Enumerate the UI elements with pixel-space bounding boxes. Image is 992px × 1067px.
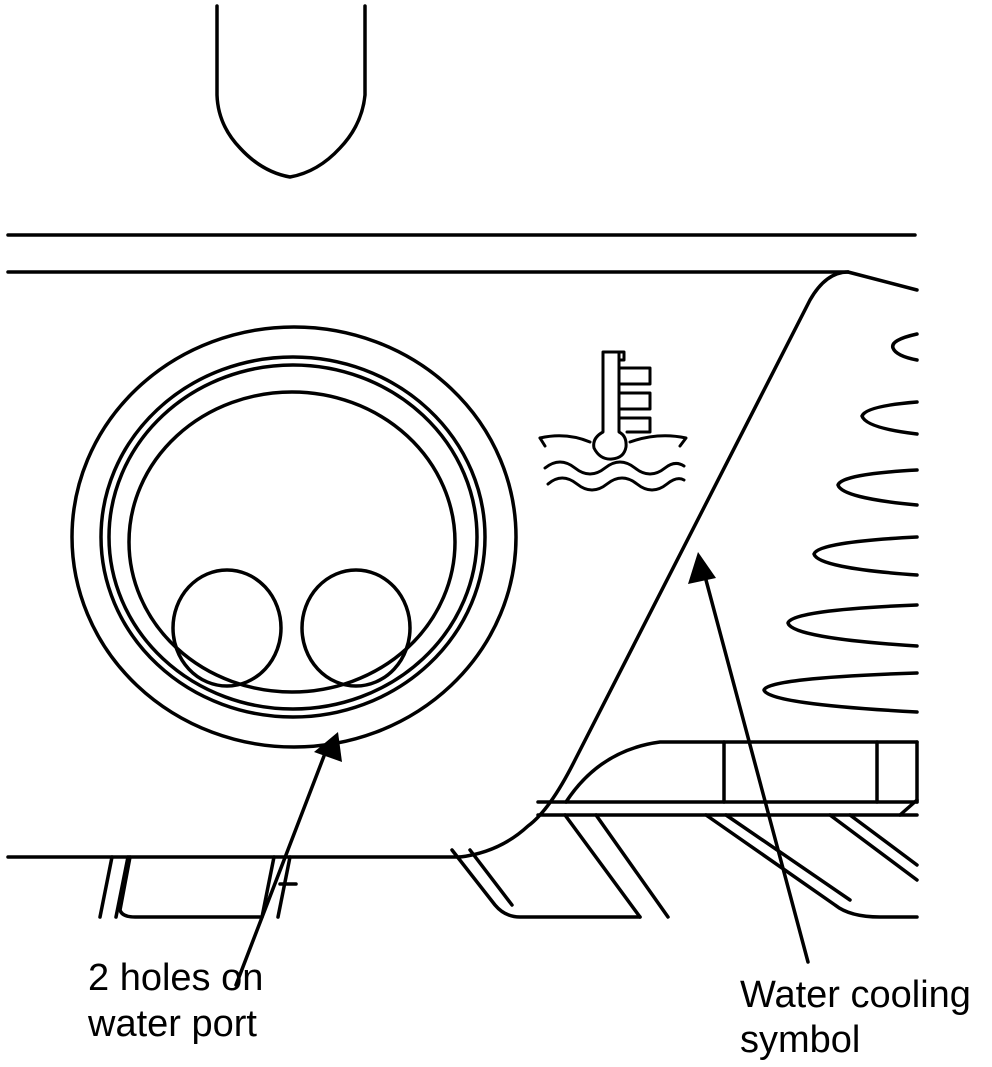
- port-hole-left: [171, 568, 283, 688]
- holes-arrowhead: [314, 732, 342, 762]
- cooling-fins: [762, 332, 919, 714]
- holes-callout-arrow: [234, 732, 342, 987]
- housing-curve: [458, 270, 850, 859]
- top-tab: [215, 4, 367, 179]
- symbol-label-line1: Water cooling: [740, 974, 971, 1016]
- lower-left-legs: [98, 855, 298, 919]
- port-hole-right: [300, 568, 412, 688]
- holes-label-line1: 2 holes on: [88, 957, 263, 999]
- symbol-label-line2: symbol: [740, 1019, 860, 1061]
- holes-label-line2: water port: [87, 1003, 257, 1045]
- lower-frame: [450, 740, 919, 919]
- water-cooling-symbol-icon: [538, 350, 688, 492]
- symbol-callout-arrow: [688, 552, 810, 964]
- water-port: [70, 325, 518, 749]
- symbol-arrowhead: [688, 552, 716, 584]
- housing-top-edge: [846, 270, 919, 292]
